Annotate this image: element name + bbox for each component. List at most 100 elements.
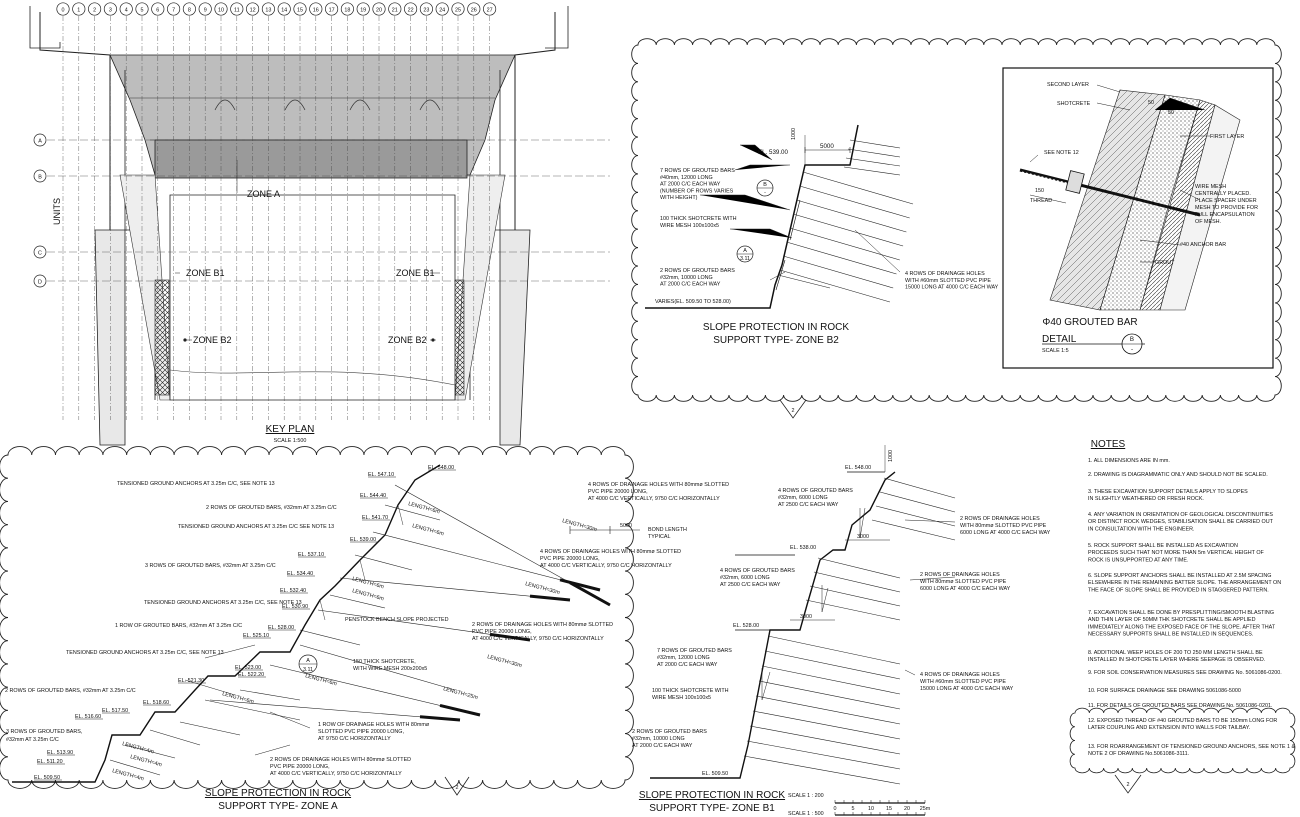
zone-a-elevation: EL. 534.40 — [287, 571, 313, 577]
grid-number-bubble — [246, 2, 260, 16]
a-drain1-line: AT 4000 C/C VERTICALLY, 9750 C/C HORIZON… — [588, 496, 720, 502]
grid-number: 25 — [455, 8, 461, 14]
grid-letter-bubble — [33, 169, 47, 183]
grid-number-bubble — [182, 2, 196, 16]
b2-note-rows2-line: 2 ROWS OF GROUTED BARS — [660, 268, 735, 274]
b1-drain-mid-line: 2 ROWS OF DRAINAGE HOLES — [920, 572, 1000, 578]
zone-a-elevation: EL. 528.00 — [268, 625, 294, 631]
detail-letter: B — [1130, 336, 1134, 343]
grid-number: 0 — [62, 8, 65, 14]
zone-a-label: ZONE A — [247, 189, 280, 199]
detail-wire-line: OF MESH. — [1195, 219, 1221, 225]
zone-a-length: LENGTH=6m — [351, 588, 384, 602]
b1-note-top-line: AT 2500 C/C EACH WAY — [778, 502, 839, 508]
a-drain4-line: AT 9750 C/C HORIZONTALLY — [318, 736, 391, 742]
note-line: ROCK IS UNSUPPORTED AT ANY TIME. — [1088, 557, 1188, 563]
b1-title: SLOPE PROTECTION IN ROCK — [639, 790, 785, 801]
b2-dim-5000: 5000 — [820, 143, 834, 150]
a-shot-line: WITH WIRE MESH 200x200x5 — [353, 666, 427, 672]
grid-number-bubble — [230, 2, 244, 16]
zone-a-elevation: EL. 547.10 — [368, 472, 394, 478]
b1-note-mid-line: 4 ROWS OF GROUTED BARS — [720, 568, 795, 574]
a-triangle: 2 — [456, 785, 459, 791]
b1-note-bottom-line: AT 2000 C/C EACH WAY — [632, 743, 693, 749]
b2-callout-b-sub: - — [764, 190, 766, 196]
grid-number-bubble — [167, 2, 181, 16]
detail-scale: SCALE 1:5 — [1042, 348, 1069, 354]
b1-note-top-line: #32mm, 6000 LONG — [778, 495, 828, 501]
grid-number: 17 — [329, 8, 335, 14]
zone-a-elevation: EL. 537.10 — [298, 552, 324, 558]
a-subtitle: SUPPORT TYPE- ZONE A — [218, 801, 338, 812]
b2-triangle: 2 — [792, 408, 795, 414]
grid-number-bubble — [151, 2, 165, 16]
grid-letter: B — [38, 174, 42, 180]
zone-a-elevation: EL. 523.00 — [235, 665, 261, 671]
detail-wire-line: CENTRALLY PLACED. — [1195, 191, 1251, 197]
b2-callout-a-letter: A — [743, 248, 747, 254]
b2-note-drain-line: 15000 LONG AT 4000 C/C EACH WAY — [905, 285, 999, 291]
grid-number: 6 — [156, 8, 159, 14]
zone-a-length: LENGTH=6m — [411, 523, 444, 537]
zone-a-elevation: EL. 517.50 — [102, 708, 128, 714]
detail-wire-line: WIRE MESH — [1195, 184, 1226, 190]
grid-number-bubble — [467, 2, 481, 16]
detail-dim-50a: 50 — [1148, 100, 1154, 106]
grid-number: 24 — [439, 8, 445, 14]
zone-a-length: LENGTH=25m — [442, 686, 478, 701]
key-plan-title: KEY PLAN — [266, 424, 315, 435]
a-bond-line: BOND LENGTH — [648, 527, 687, 533]
zone-a-left-note: 3 ROWS OF GROUTED BARS, #32mm AT 3.25m C… — [145, 563, 276, 569]
grid-number: 10 — [218, 8, 224, 14]
grid-number-bubble — [340, 2, 354, 16]
scale-tick: 15 — [886, 806, 892, 812]
zone-a-elevation: EL. 544.40 — [360, 493, 386, 499]
grid-number: 21 — [392, 8, 398, 14]
b1-note-bottom-line: #32mm, 10000 LONG — [632, 736, 685, 742]
grid-number: 19 — [360, 8, 366, 14]
grid-number-bubble — [435, 2, 449, 16]
zone-a-elevation: EL. 513.90 — [47, 750, 73, 756]
grid-letter-bubble — [33, 245, 47, 259]
grid-number-bubble — [309, 2, 323, 16]
zone-a-shotcrete: 150 THICK SHOTCRETE,WITH WIRE MESH 200x2… — [353, 659, 427, 672]
a-drain5-line: PVC PIPE 20000 LONG, — [270, 764, 330, 770]
note-line: 11. FOR DETAILS OF GROUTED BARS SEE DRAW… — [1088, 703, 1272, 709]
b2-note-rows7-line: 7 ROWS OF GROUTED BARS — [660, 168, 735, 174]
notes-title: NOTES — [1091, 439, 1126, 450]
zone-a-drain-notes-5: 2 ROWS OF DRAINAGE HOLES WITH 80mmø SLOT… — [270, 757, 411, 777]
grid-number-bubble — [214, 2, 228, 16]
b2-note-varies: VARIES(EL. 509.50 TO 528.00) — [655, 299, 731, 305]
note-line: 12. EXPOSED THREAD OF #40 GROUTED BARS T… — [1088, 718, 1277, 724]
a-drain1-line: 4 ROWS OF DRAINAGE HOLES WITH 80mmø SLOT… — [588, 482, 729, 488]
a-callout-sub: 3.11 — [303, 667, 313, 673]
b1-note-shot-line: WIRE MESH 100x100x5 — [652, 695, 711, 701]
b2-note-drain-line: WITH #60mm SLOTTED PVC PIPE — [905, 278, 991, 284]
b2-callout-a-sub: 3.11 — [740, 256, 750, 262]
grid-letter: C — [38, 250, 42, 256]
b1-drain-top-line: WITH 80mmø SLOTTED PVC PIPE — [960, 523, 1047, 529]
b2-note-rows7-line: (NUMBER OF ROWS VARIES — [660, 188, 734, 194]
b1-dim-1000: 1000 — [888, 450, 894, 462]
b1-note-mid: 4 ROWS OF GROUTED BARS#32mm, 6000 LONGAT… — [720, 568, 795, 588]
note-line: OR DISTINCT ROCK WEDGES, STABILISATION S… — [1088, 519, 1274, 525]
zone-a-drain-notes-2: 4 ROWS OF DRAINAGE HOLES WITH 80mmø SLOT… — [540, 549, 681, 569]
a-drain1-line: PVC PIPE 20000 LONG, — [588, 489, 648, 495]
note-line: IMMEDIATELY ALONG THE EXPOSED FACE OF TH… — [1088, 624, 1276, 630]
b2-note-drain-line: 4 ROWS OF DRAINAGE HOLES — [905, 271, 985, 277]
b1-note-low-line: 7 ROWS OF GROUTED BARS — [657, 648, 732, 654]
zone-a-left-note: TENSIONED GROUND ANCHORS AT 3.25m C/C SE… — [178, 524, 334, 530]
b1-note-low-line: #32mm, 12000 LONG — [657, 655, 710, 661]
note-line: 5. ROCK SUPPORT SHALL BE INSTALLED AS EX… — [1088, 543, 1238, 549]
note-line: NECESSARY SUPPORTS SHALL BE INSTALLED IN… — [1088, 632, 1253, 638]
b1-subtitle: SUPPORT TYPE- ZONE B1 — [649, 803, 775, 814]
detail-wire-line: PLACE SPACER UNDER — [1195, 198, 1257, 204]
grid-number-bubble — [135, 2, 149, 16]
b1-note-mid-line: AT 2500 C/C EACH WAY — [720, 582, 781, 588]
zone-a-panel — [0, 446, 640, 796]
